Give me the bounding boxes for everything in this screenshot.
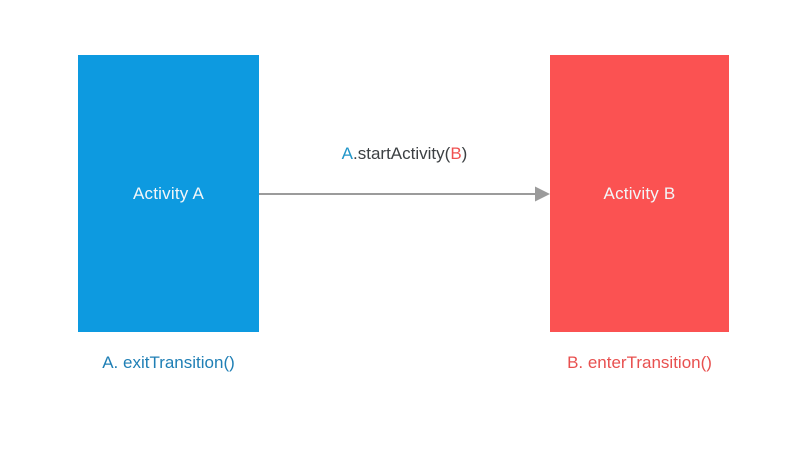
activity-b-label: Activity B [603,184,676,203]
activity-a-caption: A. exitTransition() [102,353,235,372]
call-method-token: .startActivity( [353,144,451,163]
activity-a-box: Activity A [78,55,259,332]
activity-a-label: Activity A [133,184,204,203]
activity-b-box: Activity B [550,55,729,332]
call-argument-token: B [450,144,462,163]
start-activity-arrow [259,186,550,202]
call-receiver-token: A [341,144,354,163]
arrowhead-icon [535,186,550,202]
call-close-paren-token: ) [461,144,468,163]
start-activity-call-label: A.startActivity(B) [259,144,550,164]
activity-b-caption: B. enterTransition() [567,353,712,372]
